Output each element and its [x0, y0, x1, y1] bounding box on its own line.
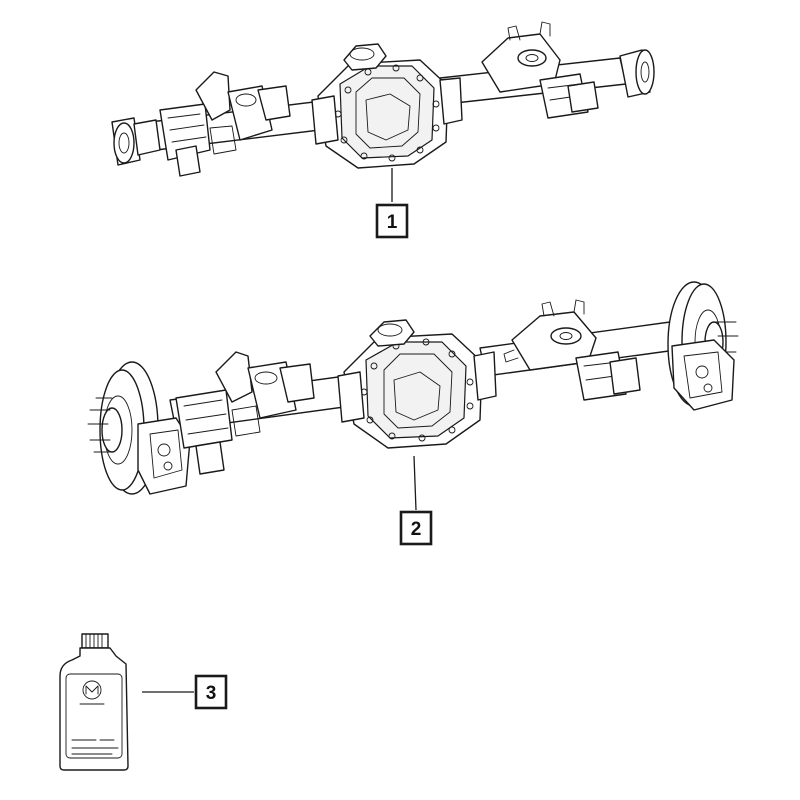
leader-line-2 — [413, 455, 417, 511]
callout-3-label: 3 — [206, 683, 217, 704]
axle-assembly-with-brakes — [87, 281, 739, 495]
callout-2[interactable]: 2 — [399, 510, 433, 546]
axle-housing-assembly — [111, 21, 655, 177]
callout-3[interactable]: 3 — [194, 674, 228, 710]
callout-1-label: 1 — [387, 212, 398, 233]
callout-2-label: 2 — [411, 519, 422, 540]
callout-1[interactable]: 1 — [375, 203, 409, 239]
gear-oil-bottle — [59, 633, 129, 771]
